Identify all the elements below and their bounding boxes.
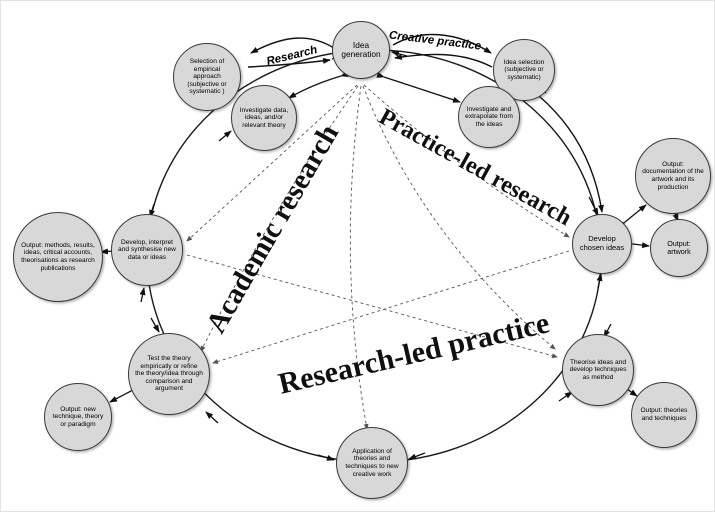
node-output-theories-techniques: Output: theories and techniques bbox=[631, 382, 697, 448]
node-output-methods-results: Output: methods, results, ideas, critica… bbox=[13, 212, 103, 302]
top-exchange-arrows bbox=[237, 33, 604, 213]
node-develop-chosen-ideas: Develop chosen ideas bbox=[572, 214, 632, 274]
node-application-theories-techniques: Application of theories and techniques t… bbox=[336, 427, 408, 499]
cycle-flow-arrows bbox=[139, 50, 612, 461]
cycle-circle-outline bbox=[146, 49, 602, 463]
node-output-new-technique: Output: new technique, theory or paradig… bbox=[44, 383, 112, 451]
dashed-connectors bbox=[186, 84, 570, 430]
node-idea-generation: Idea generation bbox=[332, 21, 390, 79]
node-output-documentation: Output: documentation of the artwork and… bbox=[635, 138, 711, 214]
node-theorise-ideas-develop-techniques: Theorise ideas and develop techniques as… bbox=[562, 334, 634, 406]
node-output-artwork: Output: artwork bbox=[650, 219, 708, 277]
output-arrows bbox=[100, 203, 679, 403]
node-selection-empirical-approach: Selection of empirical approach (subject… bbox=[173, 43, 241, 111]
node-develop-interpret-synthesise: Develop, interpret and synthesise new da… bbox=[111, 214, 183, 286]
node-investigate-extrapolate: Investigate and extrapolate from the ide… bbox=[458, 86, 520, 148]
node-test-theory: Test the theory empirically or refine th… bbox=[128, 333, 210, 415]
node-investigate-data-ideas-theory: Investigate data, ideas, and/or relevant… bbox=[231, 85, 297, 151]
